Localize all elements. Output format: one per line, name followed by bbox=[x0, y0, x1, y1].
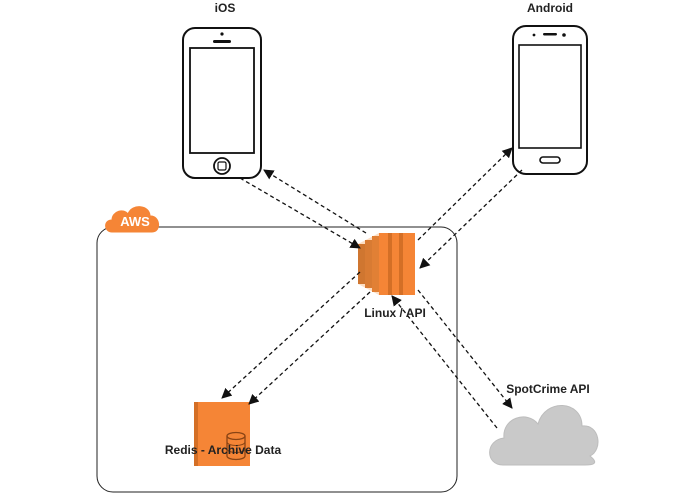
redis-label: Redis - Archive Data bbox=[164, 443, 282, 457]
aws-region-boundary bbox=[96, 226, 458, 493]
connector-android-api-a bbox=[417, 147, 513, 241]
connector-ios-api-b bbox=[263, 169, 367, 234]
connector-api-spotcrime-b bbox=[391, 295, 498, 429]
spotcrime-api-label: SpotCrime API bbox=[506, 382, 590, 396]
linux-api-label: Linux / API bbox=[364, 306, 426, 320]
connector-android-api-b bbox=[419, 169, 523, 269]
aws-label: AWS bbox=[120, 214, 150, 229]
android-phone-icon bbox=[512, 25, 588, 175]
database-icon bbox=[194, 402, 250, 466]
aws-cloud-icon bbox=[105, 206, 159, 233]
android-label: Android bbox=[527, 1, 573, 15]
connectors bbox=[221, 147, 523, 429]
ec2-instance-icon bbox=[358, 233, 415, 295]
iphone-icon bbox=[182, 27, 262, 179]
connector-ios-api-a bbox=[239, 177, 361, 249]
connector-api-redis-b bbox=[248, 291, 371, 405]
cloud-icon bbox=[489, 405, 599, 466]
connector-api-redis-a bbox=[221, 271, 361, 399]
ios-label: iOS bbox=[214, 1, 236, 15]
